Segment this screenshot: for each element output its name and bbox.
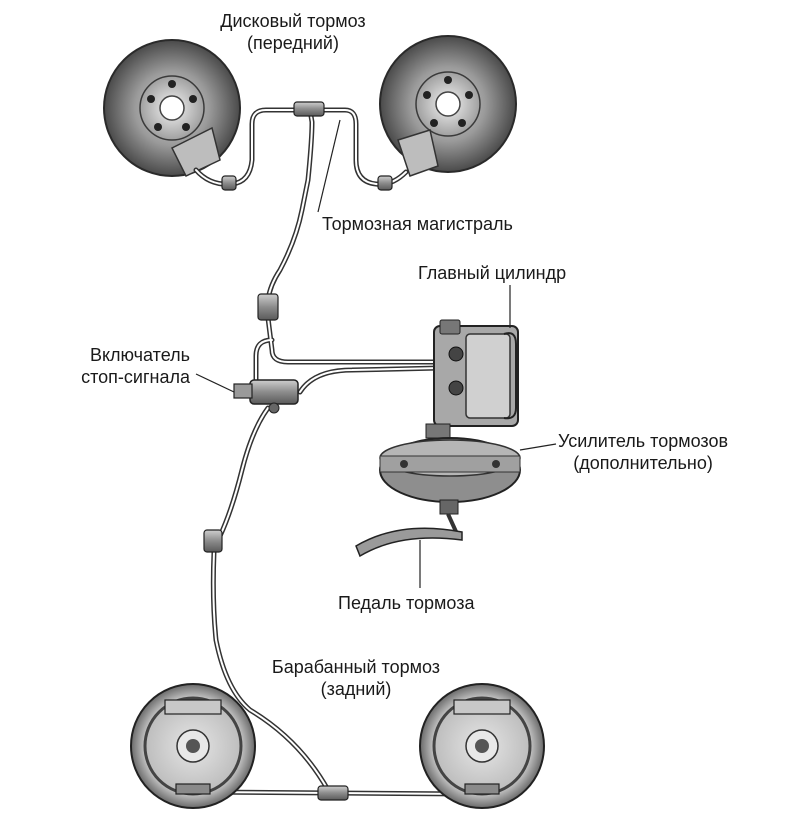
front-left-disc-brake bbox=[103, 39, 241, 177]
drum-brake-label-line2: (задний) bbox=[320, 679, 392, 699]
brake-booster bbox=[379, 423, 521, 515]
rear-left-drum-brake bbox=[130, 683, 256, 809]
master-cylinder bbox=[433, 319, 519, 427]
leader-lines bbox=[195, 119, 557, 588]
disc-brake-label: Дисковый тормоз (передний) bbox=[188, 10, 398, 54]
booster-label: Усилитель тормозов (дополнительно) bbox=[558, 430, 728, 474]
line-couplings bbox=[203, 101, 393, 801]
disc-brake-label-line1: Дисковый тормоз bbox=[220, 11, 366, 31]
drum-brake-label-line1: Барабанный тормоз bbox=[271, 657, 441, 677]
front-right-disc-brake bbox=[379, 35, 517, 177]
stop-switch-label: Включатель стоп-сигнала bbox=[8, 344, 190, 388]
brake-line-label: Тормозная магистраль bbox=[322, 214, 513, 234]
booster-label-line2: (дополнительно) bbox=[573, 453, 713, 473]
disc-brake-label-line2: (передний) bbox=[247, 33, 339, 53]
booster-label-line1: Усилитель тормозов bbox=[558, 431, 729, 451]
pedal-label: Педаль тормоза bbox=[338, 593, 475, 613]
master-cylinder-label: Главный цилиндр bbox=[418, 263, 567, 283]
brake-pedal bbox=[355, 513, 463, 558]
stop-switch-label-line2: стоп-сигнала bbox=[81, 367, 190, 387]
drum-brake-label: Барабанный тормоз (задний) bbox=[240, 656, 472, 700]
rear-right-drum-brake bbox=[419, 683, 545, 809]
stop-light-switch bbox=[233, 379, 299, 414]
stop-switch-label-line1: Включатель bbox=[89, 345, 190, 365]
